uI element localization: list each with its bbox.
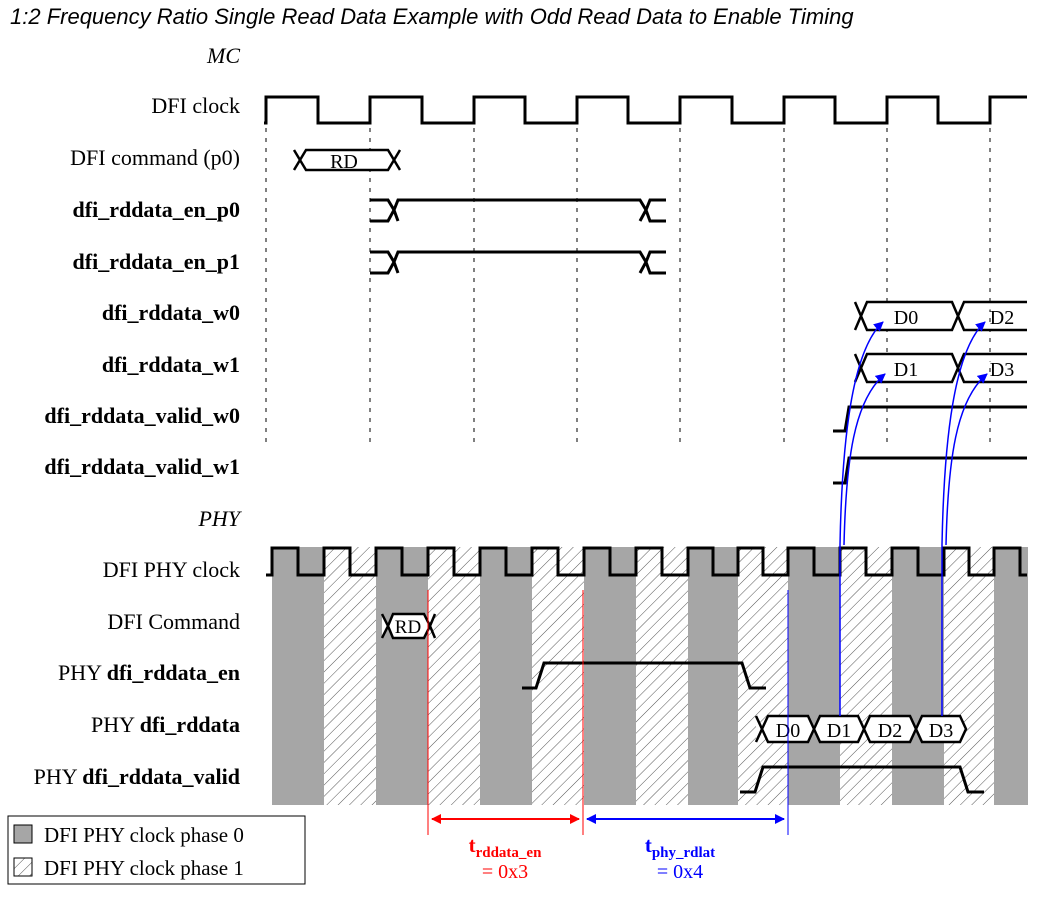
rddata-w0-d2: D2 [990,307,1014,329]
section-label-phy: PHY [197,506,242,531]
label-rddata-valid-w1: dfi_rddata_valid_w1 [44,454,240,479]
capture-arrows [839,321,988,716]
rddata-valid-w0-waveform [833,405,1027,433]
rddata-w1-d3: D3 [990,359,1014,381]
phy-clock-waveform [266,546,1027,577]
phy-rddata-bus [754,714,968,744]
phy-rddata-d3: D3 [929,720,953,742]
rddata-w0-d0: D0 [894,307,918,329]
label-rddata-valid-w0: dfi_rddata_valid_w0 [44,403,240,428]
phy-rdlat-timing-label: tphy_rdlat [645,833,715,861]
label-phy-command: DFI Command [107,609,240,634]
phy-rddata-d1: D1 [827,720,851,742]
mc-command-bus [292,148,402,172]
rddata-en-timing-value: = 0x3 [482,861,528,883]
section-label-mc: MC [206,43,240,68]
label-rddata-en-p1: dfi_rddata_en_p1 [73,249,240,274]
phy-rddata-valid-waveform [740,765,984,794]
grid-lines [265,118,991,445]
phy-rdlat-timing-value: = 0x4 [657,861,703,883]
label-rddata-w1: dfi_rddata_w1 [102,352,240,377]
rddata-valid-w1-waveform [833,456,1027,485]
legend-phase1-label: DFI PHY clock phase 1 [44,856,244,880]
phy-phase-background [272,547,1028,805]
rddata-en-p1-waveform [370,250,666,275]
phy-command-bus [380,612,437,640]
label-dfi-clock: DFI clock [151,93,240,118]
phy-rddata-d2: D2 [878,720,902,742]
label-rddata-w0: dfi_rddata_w0 [102,300,240,325]
rddata-w1-d1: D1 [894,359,918,381]
label-dfi-command-p0: DFI command (p0) [70,145,240,170]
mc-command-label: RD [330,151,358,173]
diagram-title: 1:2 Frequency Ratio Single Read Data Exa… [10,4,854,29]
dfi-clock-waveform [264,95,1027,125]
legend-phase0-swatch [13,824,33,844]
label-phy-rddata-valid: PHY dfi_rddata_valid [34,764,240,789]
rddata-en-marker-lines [427,590,584,835]
rddata-en-p0-waveform [370,198,666,223]
label-phy-clock: DFI PHY clock [103,557,240,582]
label-phy-rddata: PHY dfi_rddata [91,712,240,737]
phy-command-label: RD [395,617,421,638]
legend-phase0-label: DFI PHY clock phase 0 [44,823,244,847]
phy-rddata-en-waveform [522,661,766,690]
legend: DFI PHY clock phase 0 DFI PHY clock phas… [7,815,306,885]
legend-phase1-swatch [13,857,33,877]
rddata-en-timing-label: trddata_en [469,833,542,861]
label-rddata-en-p0: dfi_rddata_en_p0 [73,197,240,222]
label-phy-rddata-en: PHY dfi_rddata_en [58,660,240,685]
